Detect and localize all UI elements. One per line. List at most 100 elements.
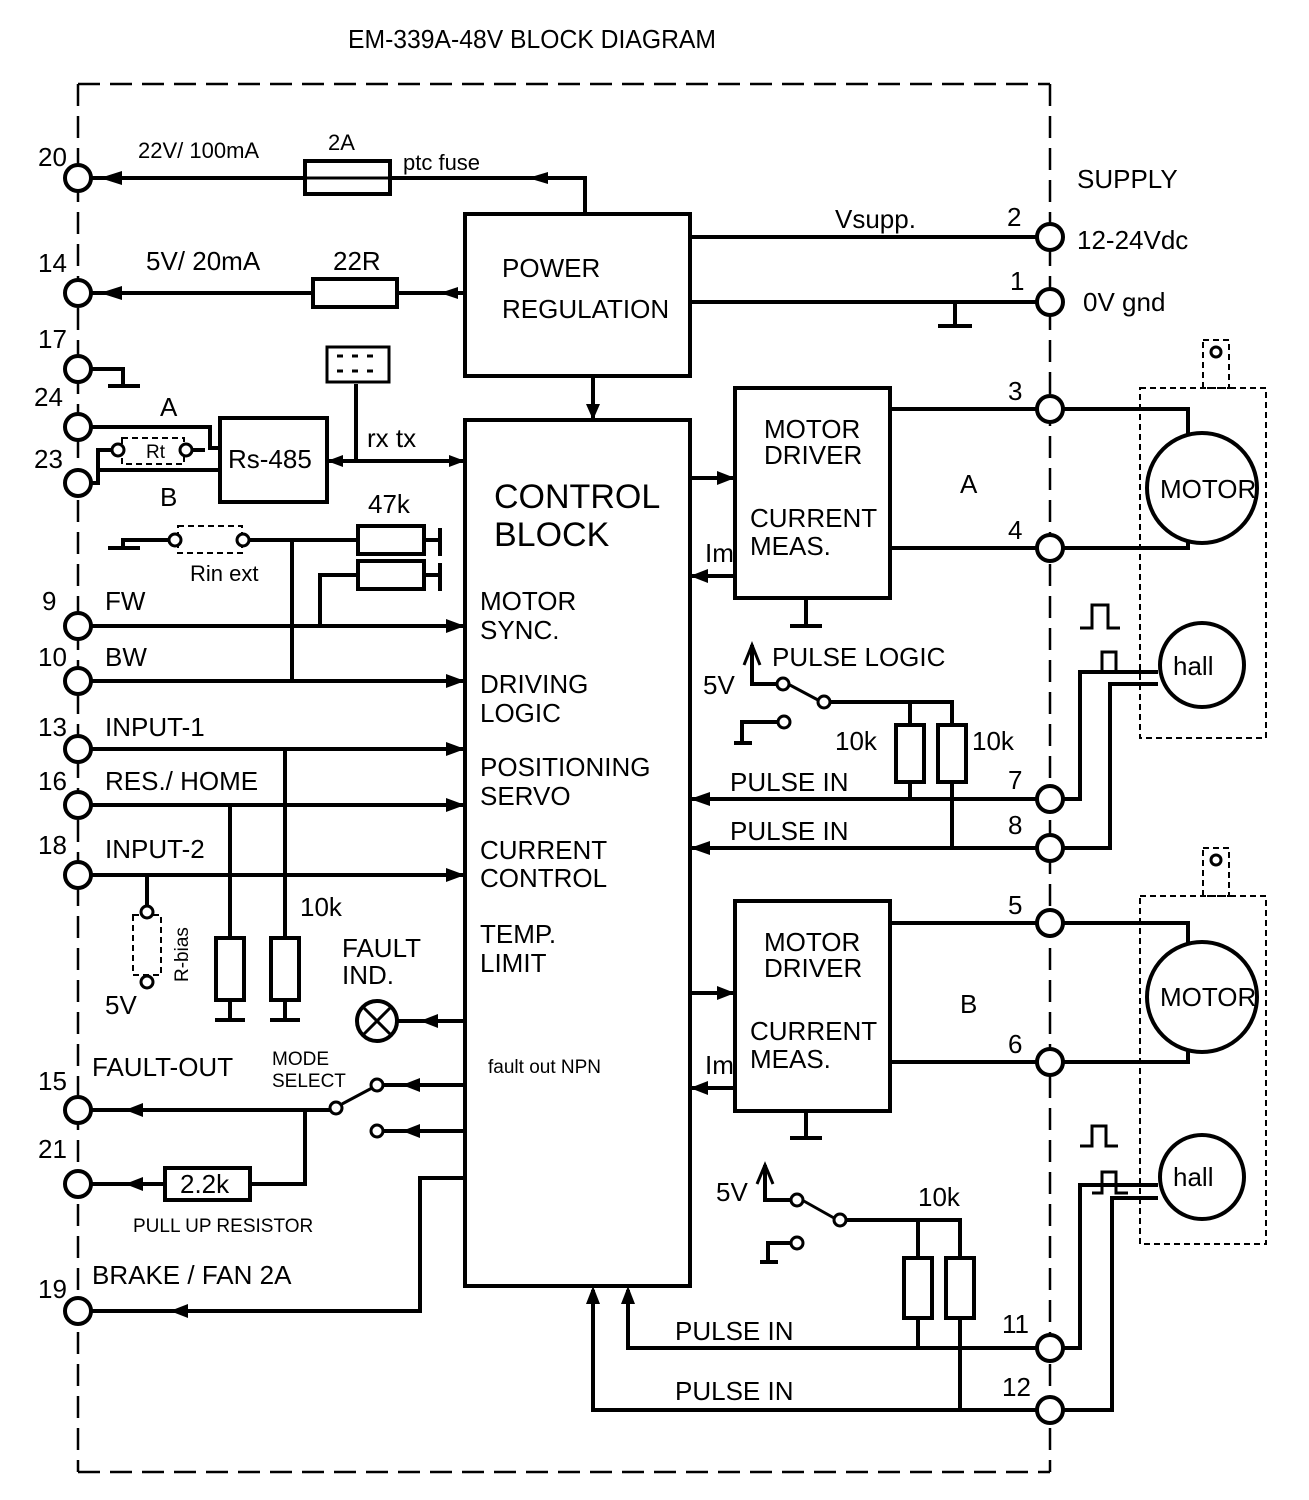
label-5v-a: 5V	[703, 670, 735, 700]
motor-a-label: MOTOR	[1160, 474, 1256, 504]
num-21: 21	[38, 1134, 67, 1164]
resistor-10k-a1	[894, 723, 926, 784]
terminal-1	[1035, 287, 1065, 317]
terminal-20	[63, 163, 93, 193]
label-fw: FW	[105, 586, 146, 616]
hall-a-symbol	[1158, 621, 1246, 709]
num-13: 13	[38, 712, 67, 742]
label-fault-ind-1: FAULT	[342, 933, 421, 963]
resistor-10k-left-a	[214, 936, 246, 1002]
resistor-22r	[311, 277, 399, 309]
label-supply-range: 12-24Vdc	[1077, 225, 1188, 255]
label-10k-a2: 10k	[972, 726, 1015, 756]
fn-current: CURRENT	[480, 835, 607, 865]
block-label: BLOCK	[494, 516, 610, 554]
terminal-11	[1035, 1333, 1065, 1363]
fn-positioning: POSITIONING	[480, 752, 650, 782]
num-2: 2	[1007, 202, 1021, 232]
label-10k-left: 10k	[300, 892, 343, 922]
fault-indicator-lamp	[355, 999, 399, 1043]
num-6: 6	[1008, 1029, 1022, 1059]
terminal-18	[63, 860, 93, 890]
terminal-21	[63, 1169, 93, 1199]
fn-sync: SYNC.	[480, 615, 559, 645]
driver-a-line3: CURRENT	[750, 503, 877, 533]
resistor-47k-a	[356, 524, 426, 556]
num-24: 24	[34, 382, 63, 412]
label-rin-ext: Rin ext	[190, 561, 258, 586]
num-7: 7	[1008, 765, 1022, 795]
label-select: SELECT	[272, 1071, 346, 1092]
label-5v-b: 5V	[716, 1177, 748, 1207]
num-23: 23	[34, 444, 63, 474]
label-2-2k: 2.2k	[180, 1169, 230, 1199]
label-pulse-in-8: PULSE IN	[730, 816, 849, 846]
terminals-right	[1035, 222, 1065, 1425]
terminal-24	[63, 412, 93, 442]
terminal-8	[1035, 833, 1065, 863]
label-mode: MODE	[272, 1049, 329, 1070]
terminal-16	[63, 790, 93, 820]
terminal-3	[1035, 394, 1065, 424]
driver-b-line2: DRIVER	[764, 953, 862, 983]
label-5v-left: 5V	[105, 990, 137, 1020]
driver-b-line1: MOTOR	[764, 927, 860, 957]
label-22v: 22V/ 100mA	[138, 138, 259, 163]
label-im-a: Im	[705, 538, 734, 568]
terminal-12	[1035, 1395, 1065, 1425]
motor-a-symbol	[1145, 431, 1259, 545]
num-4: 4	[1008, 515, 1022, 545]
num-12: 12	[1002, 1372, 1031, 1402]
terminal-9	[63, 611, 93, 641]
label-pull-up: PULL UP RESISTOR	[133, 1216, 313, 1237]
motor-driver-b-block	[733, 899, 892, 1113]
signal-labels: 22V/ 100mA 2A ptc fuse 5V/ 20mA 22R Vsup…	[92, 130, 1188, 1406]
passive-components	[121, 159, 976, 1320]
terminal-2	[1035, 222, 1065, 252]
control-block	[463, 418, 692, 1288]
motor-module-b: MOTOR hall	[1139, 847, 1267, 1245]
driver-a-line4: MEAS.	[750, 531, 831, 561]
terminal-numbers: 20 14 17 24 23 9 10 13 16 18 15 21 19 2 …	[34, 142, 1031, 1402]
fn-limit: LIMIT	[480, 948, 547, 978]
rs485-label: Rs-485	[228, 444, 312, 474]
signal-arrows	[100, 171, 735, 1318]
terminal-4	[1035, 533, 1065, 563]
label-bus-a: A	[160, 392, 178, 422]
label-rx-tx: rx tx	[367, 423, 416, 453]
hall-b-label: hall	[1173, 1162, 1213, 1192]
label-pulse-in-7: PULSE IN	[730, 767, 849, 797]
label-vsupp: Vsupp.	[835, 204, 916, 234]
label-bus-b: B	[160, 482, 177, 512]
num-18: 18	[38, 830, 67, 860]
terminal-19	[63, 1296, 93, 1326]
motor-b-symbol	[1145, 940, 1259, 1054]
label-fault-out: FAULT-OUT	[92, 1052, 233, 1082]
driver-a-line1: MOTOR	[764, 414, 860, 444]
label-res-home: RES./ HOME	[105, 766, 258, 796]
terminal-15	[63, 1095, 93, 1125]
rbias-resistor	[132, 914, 162, 976]
hall-b-symbol	[1158, 1133, 1246, 1221]
resistor-47k-b	[356, 559, 426, 591]
num-16: 16	[38, 766, 67, 796]
label-input1: INPUT-1	[105, 712, 205, 742]
driver-a-line2: DRIVER	[764, 440, 862, 470]
hall-a-label: hall	[1173, 651, 1213, 681]
label-motor-a-channel: A	[960, 469, 978, 499]
terminal-14	[63, 278, 93, 308]
diagram-title: EM-339A-48V BLOCK DIAGRAM	[348, 24, 716, 54]
num-5: 5	[1008, 890, 1022, 920]
wiring	[78, 176, 1190, 1412]
label-rt: Rt	[146, 442, 166, 463]
label-22r: 22R	[333, 246, 381, 276]
terminal-5	[1035, 908, 1065, 938]
control-label: CONTROL	[494, 478, 660, 516]
num-1: 1	[1010, 266, 1024, 296]
fn-temp: TEMP.	[480, 919, 556, 949]
terminal-17	[63, 354, 93, 384]
terminal-13	[63, 734, 93, 764]
label-supply: SUPPLY	[1077, 164, 1178, 194]
label-47k: 47k	[368, 489, 411, 519]
